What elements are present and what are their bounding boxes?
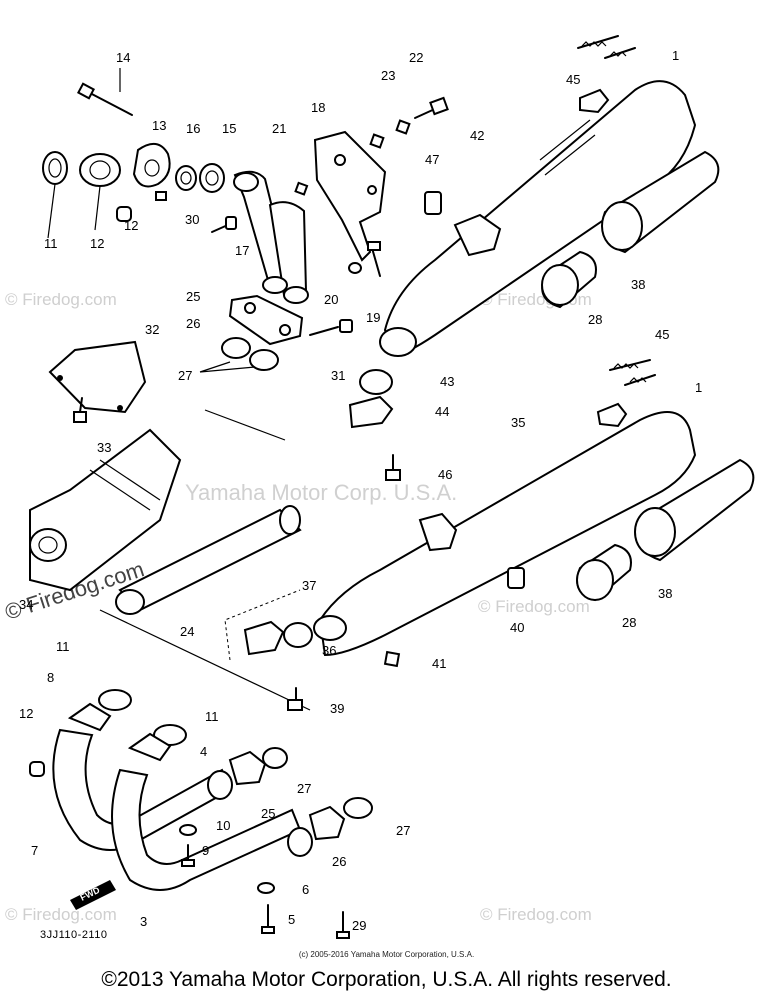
callout-12: 12: [90, 236, 104, 251]
callout-11: 11: [44, 236, 58, 251]
callout-18: 18: [311, 100, 325, 115]
callout-45: 45: [655, 327, 669, 342]
callout-27: 27: [178, 368, 192, 383]
watermark-center: Yamaha Motor Corp. U.S.A.: [185, 480, 457, 505]
callout-37: 37: [302, 578, 316, 593]
callout-33: 33: [97, 440, 111, 455]
upper-left-parts: [42, 68, 449, 373]
callout-45: 45: [566, 72, 580, 87]
callout-44: 44: [435, 404, 449, 419]
callout-43: 43: [440, 374, 454, 389]
callout-15: 15: [222, 121, 236, 136]
callout-8: 8: [47, 670, 54, 685]
callout-1: 1: [672, 48, 679, 63]
upper-muffler-parts: [348, 35, 720, 481]
callout-24: 24: [180, 624, 194, 639]
callout-9: 9: [202, 843, 209, 858]
callout-11: 11: [56, 639, 70, 654]
callout-42: 42: [470, 128, 484, 143]
callout-38: 38: [658, 586, 672, 601]
callout-17: 17: [235, 243, 249, 258]
callout-26: 26: [332, 854, 346, 869]
diagram-code: 3JJ110-2110: [40, 929, 108, 941]
callout-27: 27: [297, 781, 311, 796]
callout-39: 39: [330, 701, 344, 716]
callout-19: 19: [366, 310, 380, 325]
callout-25: 25: [186, 289, 200, 304]
callout-28: 28: [622, 615, 636, 630]
callout-28: 28: [588, 312, 602, 327]
exhaust-header-parts: FWD: [29, 689, 373, 939]
callout-30: 30: [185, 212, 199, 227]
callout-47: 47: [425, 152, 439, 167]
callout-1: 1: [695, 380, 702, 395]
callout-41: 41: [432, 656, 446, 671]
muffler-body-parts: [29, 340, 311, 711]
callout-6: 6: [302, 882, 309, 897]
watermark-firedog-1: © Firedog.com: [5, 290, 117, 309]
callout-14: 14: [116, 50, 130, 65]
small-copyright: (c) 2005-2016 Yamaha Motor Corporation, …: [298, 950, 475, 959]
callout-21: 21: [272, 121, 286, 136]
lower-muffler-parts: [224, 359, 755, 711]
callout-25: 25: [261, 806, 275, 821]
watermark-firedog-4: © Firedog.com: [5, 905, 117, 924]
callout-40: 40: [510, 620, 524, 635]
callout-11: 11: [205, 709, 219, 724]
callout-27: 27: [396, 823, 410, 838]
callout-10: 10: [216, 818, 230, 833]
callout-46: 46: [438, 467, 452, 482]
callout-5: 5: [288, 912, 295, 927]
callout-4: 4: [200, 744, 207, 759]
callout-29: 29: [352, 918, 366, 933]
callout-32: 32: [145, 322, 159, 337]
callout-12: 12: [19, 706, 33, 721]
callout-12: 12: [124, 218, 138, 233]
callout-22: 22: [409, 50, 423, 65]
callout-36: 36: [322, 643, 336, 658]
callout-38: 38: [631, 277, 645, 292]
callout-20: 20: [324, 292, 338, 307]
watermark-firedog-3: © Firedog.com: [478, 597, 590, 616]
callout-35: 35: [511, 415, 525, 430]
callout-23: 23: [381, 68, 395, 83]
callout-7: 7: [31, 843, 38, 858]
callout-3: 3: [140, 914, 147, 929]
copyright-footer: ©2013 Yamaha Motor Corporation, U.S.A. A…: [101, 968, 672, 991]
callout-13: 13: [152, 118, 166, 133]
watermark-firedog-5: © Firedog.com: [480, 905, 592, 924]
callout-31: 31: [331, 368, 345, 383]
callout-34: 34: [19, 597, 33, 612]
callout-26: 26: [186, 316, 200, 331]
callout-16: 16: [186, 121, 200, 136]
